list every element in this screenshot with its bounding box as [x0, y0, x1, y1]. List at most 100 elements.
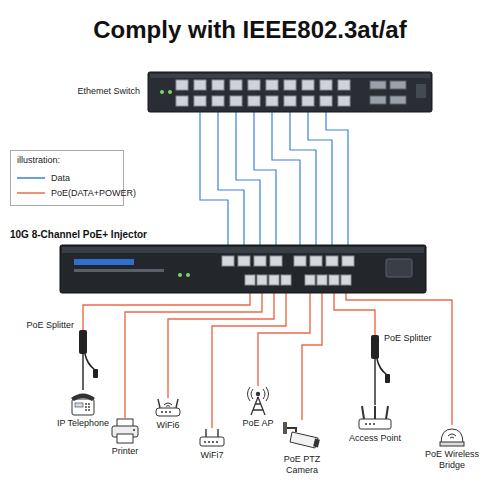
- poe-cable: [125, 293, 262, 418]
- wireless-bridge-icon-part: [448, 434, 456, 438]
- poe-splitter-label: PoE Splitter: [384, 333, 432, 343]
- legend-text: PoE(DATA+POWER): [51, 188, 136, 198]
- device-cable: [82, 354, 83, 390]
- poe-splitter: PoE Splitter: [371, 335, 379, 359]
- ethernet-switch-art-part: [338, 96, 350, 106]
- poe-splitter-art-part: [371, 335, 379, 359]
- legend-row: Data: [17, 170, 117, 185]
- poe-injector-art-part: [257, 275, 267, 285]
- ethernet-switch-art-part: [176, 80, 188, 90]
- ethernet-switch-art: [148, 72, 432, 112]
- wifi-router-label: WiFi7: [198, 450, 226, 461]
- poe-cable: [212, 293, 286, 428]
- poe-injector-art-part: [341, 275, 351, 285]
- ethernet-switch-art-part: [212, 96, 224, 106]
- printer-device-label: Printer: [110, 446, 140, 457]
- poe-injector-art-part: [329, 275, 339, 285]
- poe-cable: [346, 293, 452, 425]
- poe-injector-art-part: [62, 247, 424, 253]
- ethernet-switch-art-part: [230, 80, 242, 90]
- device-cable: [374, 359, 375, 405]
- printer-device-icon-part: [117, 434, 133, 443]
- poe-injector-label: 10G 8-Channel PoE+ Injector: [10, 229, 147, 240]
- poe-injector-art-part: [294, 256, 306, 266]
- wifi-router-icon-part: [169, 411, 171, 413]
- ethernet-switch-art-part: [168, 90, 172, 94]
- poe-injector-art-part: [222, 256, 234, 266]
- poe-splitter-art-part: [79, 330, 87, 354]
- ethernet-switch-art-part: [230, 96, 242, 106]
- legend-line-sample-part: [17, 177, 45, 179]
- poe-injector-art-part: [60, 245, 426, 293]
- ethernet-switch-art-part: [370, 81, 386, 89]
- legend-heading: illustration:: [17, 155, 117, 166]
- legend-row: PoE(DATA+POWER): [17, 185, 117, 200]
- wireless-bridge-icon-part: [441, 429, 463, 443]
- data-cable: [254, 112, 276, 245]
- data-cable: [326, 112, 348, 245]
- poe-ap-label: PoE AP: [242, 418, 273, 429]
- poe-injector: 10G 8-Channel PoE+ Injector: [60, 245, 426, 293]
- wifi-router-icon-part: [156, 408, 180, 416]
- ethernet-switch-art-part: [194, 80, 206, 90]
- wireless-bridge-icon-part: [440, 442, 464, 446]
- ethernet-switch-art-part: [160, 90, 164, 94]
- poe-ap-icon: [245, 386, 271, 416]
- ip-telephone: IP Telephone: [57, 390, 109, 429]
- access-point-icon-part: [362, 406, 364, 419]
- ip-telephone-icon-part: [85, 409, 87, 411]
- wifi-router-icon-part: [165, 411, 167, 413]
- ethernet-switch-art-part: [212, 80, 224, 90]
- poe-injector-art-part: [281, 275, 291, 285]
- wifi-router: WiFi7: [198, 428, 226, 461]
- wifi-router-icon-part: [217, 429, 218, 437]
- ethernet-switch-art-part: [148, 72, 432, 112]
- ethernet-switch-art-part: [302, 96, 314, 106]
- wifi-router-icon-part: [204, 441, 206, 443]
- printer-device-icon-part: [133, 429, 135, 431]
- ethernet-switch-art-part: [284, 96, 296, 106]
- wireless-bridge-label: PoE Wireless Bridge: [420, 449, 484, 471]
- wifi-router-icon-part: [212, 441, 214, 443]
- ip-telephone-icon-part: [88, 409, 90, 411]
- ethernet-switch-art-part: [390, 81, 406, 89]
- ptz-camera-icon-part: [287, 428, 296, 432]
- poe-injector-art-part: [342, 256, 354, 266]
- poe-injector-art-part: [305, 275, 315, 285]
- ethernet-switch-art-part: [150, 74, 430, 78]
- ethernet-switch-art-part: [248, 80, 260, 90]
- data-cable: [272, 112, 300, 245]
- wireless-bridge-icon: [438, 425, 466, 447]
- poe-ap-icon-part: [256, 392, 260, 396]
- data-cable: [236, 112, 260, 245]
- poe-injector-art-part: [270, 256, 282, 266]
- poe-ap-icon-part: [251, 397, 265, 415]
- poe-injector-art-part: [317, 275, 327, 285]
- access-point-icon-part: [365, 423, 367, 425]
- ip-telephone-icon-part: [88, 403, 90, 405]
- data-cable: [290, 112, 316, 245]
- ptz-camera-label: PoE PTZ Camera: [279, 454, 325, 476]
- ethernet-switch: Ethemet Switch: [148, 72, 432, 112]
- access-point-icon: [357, 405, 393, 431]
- data-cable: [200, 112, 228, 245]
- poe-injector-art-part: [269, 275, 279, 285]
- access-point-icon-part: [369, 423, 371, 425]
- diagram-title: Comply with IEEE802.3at/af: [0, 16, 500, 44]
- poe-splitter-label: PoE Splitter: [26, 320, 74, 330]
- ip-telephone-label: IP Telephone: [57, 418, 109, 429]
- wifi-router-icon-part: [200, 437, 224, 446]
- access-point: Access Point: [349, 405, 401, 444]
- ptz-camera-icon-part: [313, 439, 320, 448]
- wifi-router-label: WiFi6: [154, 420, 182, 431]
- wifi-router-icon-part: [176, 399, 178, 408]
- data-cable: [308, 112, 332, 245]
- access-point-icon-part: [374, 406, 376, 419]
- wifi-router: WiFi6: [154, 398, 182, 431]
- printer-device-icon: [110, 418, 140, 444]
- ethernet-switch-art-part: [338, 80, 350, 90]
- access-point-icon-part: [359, 419, 391, 429]
- wifi-router-icon-part: [208, 441, 210, 443]
- wifi-router-icon-part: [216, 441, 218, 443]
